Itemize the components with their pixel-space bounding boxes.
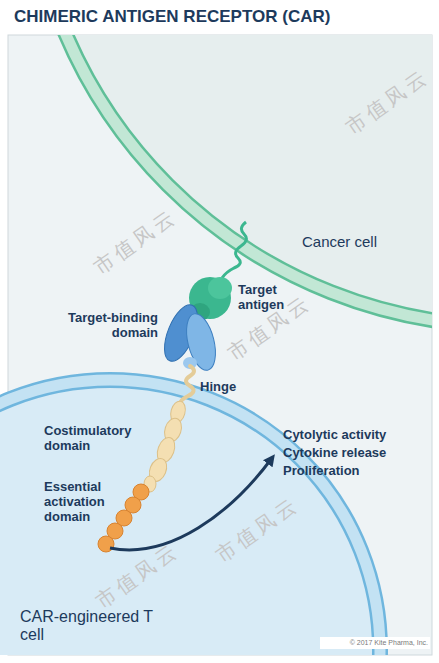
part-label: Essential activation domain bbox=[44, 480, 120, 525]
part-label: Costimulatory domain bbox=[44, 424, 148, 454]
membrane bbox=[27, 35, 432, 326]
cancer-cell: Cancer cell bbox=[8, 35, 432, 380]
hinge bbox=[180, 366, 194, 404]
part-label: Hinge bbox=[200, 380, 250, 395]
activation-domain bbox=[98, 484, 149, 552]
membrane-core bbox=[27, 35, 432, 326]
effect-label: Cytokine release bbox=[283, 446, 423, 461]
target-antigen-lobe bbox=[208, 277, 232, 299]
antigen-stalk bbox=[222, 222, 246, 278]
part-label: Target-binding domain bbox=[40, 311, 158, 341]
costimulatory-domain bbox=[144, 400, 188, 492]
effect-label: Proliferation bbox=[283, 464, 423, 479]
title: CHIMERIC ANTIGEN RECEPTOR (CAR) bbox=[14, 7, 330, 27]
cell-label: Cancer cell bbox=[302, 233, 422, 250]
cell-label: CAR-engineered T cell bbox=[20, 608, 160, 645]
cancer-cell-outline bbox=[8, 35, 432, 380]
binding-domain bbox=[181, 311, 220, 374]
copyright: © 2017 Kite Pharma, Inc. bbox=[320, 637, 430, 649]
effect-label: Cytolytic activity bbox=[283, 428, 423, 443]
membrane-core bbox=[0, 380, 380, 655]
membrane bbox=[0, 380, 380, 655]
